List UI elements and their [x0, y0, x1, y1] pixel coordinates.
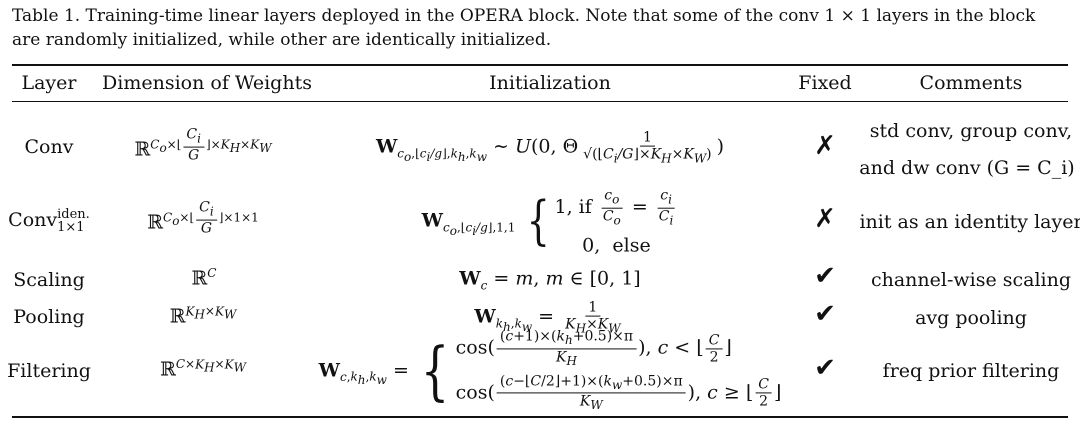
header-initialization: Initialization — [489, 72, 611, 94]
row-filtering-layer: Filtering — [7, 360, 91, 382]
row-conv-iden-fixed: ✗ — [814, 204, 836, 234]
row-conv-comment-1: std conv, group conv, — [869, 120, 1073, 142]
row-conv-iden-comment: init as an identity layer — [859, 211, 1080, 233]
row-scaling-fixed: ✔ — [814, 261, 836, 291]
row-scaling-dimension: ℝC — [192, 266, 217, 289]
row-filtering-comment: freq prior filtering — [882, 360, 1060, 382]
row-pooling-dimension-text: ℝKH×KW — [169, 304, 237, 328]
bottom-rule — [12, 416, 1068, 418]
row-conv-fixed: ✗ — [814, 131, 836, 161]
row-conv-iden-layer-sub: 1×1 — [57, 220, 85, 235]
row-conv-iden-layer-name: Conv — [8, 209, 58, 231]
row-scaling-dimension-text: ℝC — [191, 266, 217, 290]
row-scaling-init-text: Wc = m, m ∈ [0, 1] — [459, 267, 641, 293]
top-rule — [12, 64, 1068, 66]
row-pooling-comment: avg pooling — [915, 307, 1027, 329]
row-pooling-fixed: ✔ — [814, 299, 836, 329]
header-fixed: Fixed — [798, 72, 852, 94]
header-layer: Layer — [21, 72, 77, 94]
header-rule — [12, 101, 1068, 102]
row-pooling-layer: Pooling — [13, 306, 85, 328]
row-filtering-fixed: ✔ — [814, 353, 836, 383]
row-scaling-comment: channel-wise scaling — [870, 269, 1072, 291]
row-conv-layer: Conv — [24, 136, 74, 158]
table-caption: Table 1. Training-time linear layers dep… — [12, 6, 1036, 50]
row-scaling-layer: Scaling — [13, 269, 85, 291]
header-dimension: Dimension of Weights — [102, 72, 312, 94]
row-pooling-dimension: ℝKH×KW — [170, 304, 237, 327]
row-scaling-initialization: Wc = m, m ∈ [0, 1] — [459, 268, 640, 293]
row-filtering-dimension-text: ℝC×KH×KW — [160, 357, 246, 381]
row-filtering-dimension: ℝC×KH×KW — [160, 357, 246, 380]
header-comments: Comments — [919, 72, 1023, 94]
row-conv-comment-2: and dw conv (G = C_i) — [859, 157, 1075, 179]
row-conv-iden-layer-sup: iden. — [57, 207, 90, 222]
